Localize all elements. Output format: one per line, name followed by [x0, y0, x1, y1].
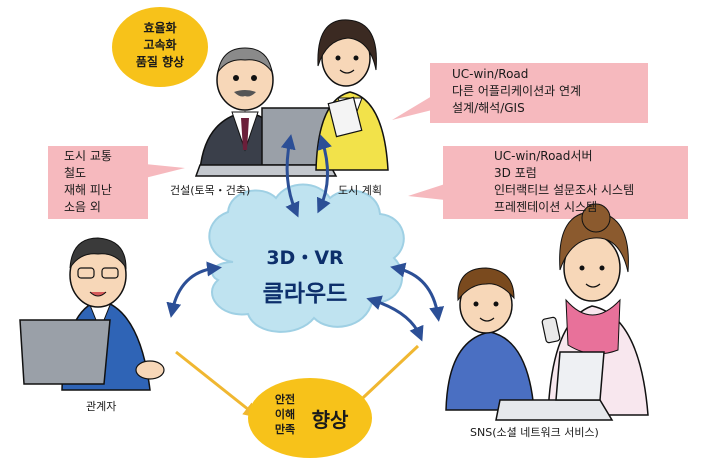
arrow-sns-upper: [390, 262, 445, 322]
callout-right-mid: UC-win/Road서버 3D 포럼 인터랙티브 설문조사 시스템 프레젠테이…: [494, 148, 634, 216]
caption-urban-planning: 도시 계획: [338, 184, 382, 197]
top-bubble-line: 품질 향상: [135, 55, 185, 69]
bottom-bubble-line: 이해: [274, 408, 296, 421]
construction-figure: [194, 47, 338, 177]
callout-left: 도시 교통 철도 재해 피난 소음 외: [64, 148, 112, 216]
arrow-urban: [317, 134, 332, 214]
callout-line: 재해 피난: [64, 183, 112, 197]
bottom-bubble-emphasis: 향상: [311, 408, 349, 432]
callout-line: 철도: [64, 166, 87, 180]
bottom-bubble-lines: 안전 이해 만족: [268, 392, 302, 437]
caption-construction: 건설(토목・건축): [170, 184, 251, 197]
callout-line: 3D 포럼: [494, 166, 537, 180]
callout-line: 소음 외: [64, 200, 101, 214]
callout-line: UC-win/Road: [452, 67, 529, 81]
callout-right-top-box: [392, 63, 648, 123]
caption-officials: 관계자: [86, 400, 117, 413]
top-bubble-text: 효율화 고속화 품질 향상: [116, 20, 204, 71]
caption-sns: SNS(소셜 네트워크 서비스): [470, 426, 599, 439]
callout-line: 다른 어플리케이션과 연계: [452, 84, 582, 98]
callout-left-box: [48, 146, 185, 219]
sns-figures: [445, 203, 649, 421]
arrow-yellow-left: [175, 350, 259, 418]
callout-line: 도시 교통: [64, 149, 112, 163]
callout-right-mid-box: [408, 146, 688, 219]
cloud-subtitle: 클라우드: [262, 281, 348, 307]
callout-line: 설계/해석/GIS: [452, 101, 525, 115]
bottom-yellow-bubble: [248, 378, 372, 458]
bottom-bubble-line: 안전: [274, 393, 296, 406]
officials-figure: [19, 237, 165, 391]
blue-arrows: [166, 134, 445, 342]
top-bubble-line: 효율화: [143, 21, 177, 35]
callout-line: 인터랙티브 설문조사 시스템: [494, 183, 635, 197]
arrow-construction: [280, 134, 300, 218]
top-yellow-bubble: [112, 7, 208, 87]
callout-line: 프레젠테이션 시스템: [494, 200, 598, 214]
arrow-officials: [166, 261, 222, 318]
top-bubble-line: 고속화: [143, 38, 177, 52]
cloud-title: 3D・VR: [266, 247, 344, 269]
urban-planning-figure: [315, 19, 389, 171]
cloud-shape: [208, 183, 405, 333]
arrow-sns-lower: [366, 295, 424, 342]
bottom-bubble-line: 만족: [274, 423, 296, 436]
callout-line: UC-win/Road서버: [494, 149, 593, 163]
callout-right-top: UC-win/Road 다른 어플리케이션과 연계 설계/해석/GIS: [452, 66, 581, 117]
